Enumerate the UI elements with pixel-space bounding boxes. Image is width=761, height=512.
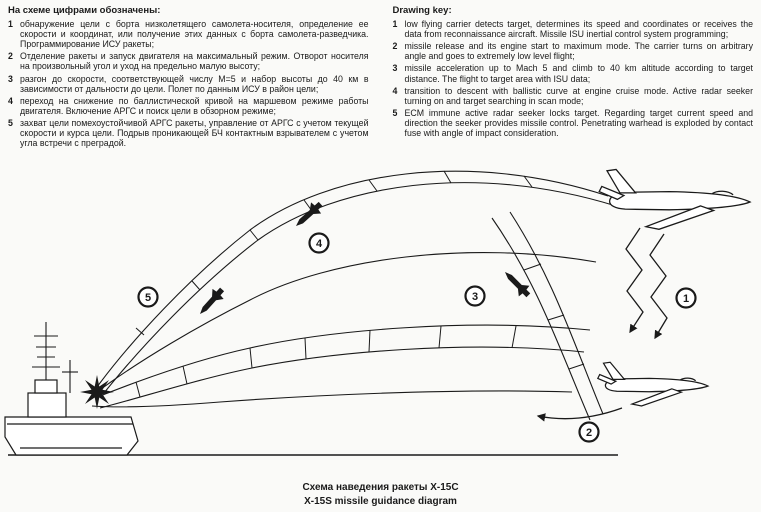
- caption-russian: Схема наведения ракеты Х-15С: [302, 482, 459, 493]
- english-key-title: Drawing key:: [392, 5, 452, 16]
- english-key-item-4: 4 transition to descent with ballistic c…: [393, 86, 754, 106]
- callout-1-number: 1: [683, 293, 689, 305]
- ship-target: [4, 322, 139, 456]
- key-item-number: 1: [392, 19, 398, 29]
- key-item-number: 3: [392, 63, 398, 74]
- radar-link-zigzag-icon: [625, 227, 668, 340]
- key-item-number: 1: [8, 19, 13, 29]
- english-key-item-3: 3 missile acceleration up to Mach 5 and …: [393, 63, 754, 83]
- key-item-text: разгон до скорости, соответствующей числ…: [20, 73, 369, 94]
- trajectory-mid: [96, 252, 597, 393]
- russian-key-item-5: 5 захват цели помехоустойчивой АРГС раке…: [8, 118, 369, 148]
- russian-key-item-2: 2 Отделение ракеты и запуск двигателя на…: [8, 51, 369, 71]
- key-item-number: 2: [392, 41, 398, 52]
- key-item-text: transition to descent with ballistic cur…: [404, 85, 754, 106]
- explosion-icon: [80, 375, 114, 409]
- callout-5-number: 5: [145, 292, 151, 304]
- climb-path-inner: [509, 211, 604, 415]
- trajectory-sea-skim: [91, 390, 573, 408]
- english-key: Drawing key: 1 low flying carrier detect…: [393, 5, 754, 150]
- callout-1: 1: [675, 287, 697, 309]
- callout-5: 5: [137, 286, 159, 308]
- callout-3-number: 3: [472, 291, 478, 303]
- callout-3: 3: [464, 285, 486, 307]
- russian-key-title: На схеме цифрами обозначены:: [8, 5, 161, 16]
- russian-key-item-1: 1 обнаружение цели с борта низколетящего…: [8, 19, 369, 49]
- key-item-text: обнаружение цели с борта низколетящего с…: [20, 19, 369, 50]
- key-item-text: захват цели помехоустойчивой АРГС ракеты…: [20, 117, 369, 149]
- russian-key-item-4: 4 переход на снижение по баллистической …: [8, 96, 369, 116]
- callout-2: 2: [578, 421, 600, 443]
- key-item-text: low flying carrier detects target, deter…: [404, 19, 754, 40]
- key-item-number: 4: [392, 85, 398, 96]
- climb-path-outer: [491, 217, 591, 421]
- trajectory-high-outer: [96, 170, 609, 388]
- key-item-text: missile release and its engine start to …: [404, 41, 754, 62]
- key-item-number: 5: [8, 117, 13, 128]
- russian-key: На схеме цифрами обозначены: 1 обнаружен…: [8, 5, 369, 150]
- trajectory-arcs: [91, 170, 617, 421]
- ship-bridge: [34, 379, 58, 394]
- trajectory-high-inner: [103, 182, 617, 394]
- key-item-text: missile acceleration up to Mach 5 and cl…: [404, 63, 754, 84]
- key-item-text: переход на снижение по баллистической кр…: [20, 95, 369, 116]
- trajectory-low-outer: [94, 324, 591, 399]
- english-key-item-5: 5 ECM immune active radar seeker locks t…: [393, 108, 754, 138]
- key-item-number: 5: [392, 107, 398, 118]
- key-item-number: 4: [8, 95, 13, 106]
- ship-superstructure: [27, 392, 67, 418]
- ship-hull: [4, 416, 139, 456]
- callout-4-number: 4: [316, 238, 323, 250]
- callout-4: 4: [308, 232, 330, 254]
- ship-mast: [32, 322, 78, 393]
- turn-away-arrow-icon: [536, 407, 623, 422]
- drawing-keys: На схеме цифрами обозначены: 1 обнаружен…: [8, 5, 753, 150]
- low-altitude-carrier-aircraft: [597, 361, 709, 407]
- key-item-text: Отделение ракеты и запуск двигателя на м…: [20, 51, 369, 72]
- caption-english: Х-15S missile guidance diagram: [304, 496, 457, 507]
- carrier-aircraft: [598, 168, 751, 230]
- russian-key-item-3: 3 разгон до скорости, соответствующей чи…: [8, 74, 369, 94]
- trajectory-rungs: [135, 170, 585, 398]
- figure-caption: Схема наведения ракеты Х-15С Х-15S missi…: [0, 481, 761, 509]
- english-key-item-2: 2 missile release and its engine start t…: [393, 41, 754, 61]
- missile-climb-icon: [499, 266, 534, 301]
- key-item-number: 2: [8, 51, 13, 62]
- trajectory-low-inner: [99, 346, 585, 409]
- english-key-item-1: 1 low flying carrier detects target, det…: [393, 19, 754, 39]
- key-item-number: 3: [8, 73, 13, 84]
- key-item-text: ECM immune active radar seeker locks tar…: [404, 107, 754, 139]
- callout-2-number: 2: [586, 427, 592, 439]
